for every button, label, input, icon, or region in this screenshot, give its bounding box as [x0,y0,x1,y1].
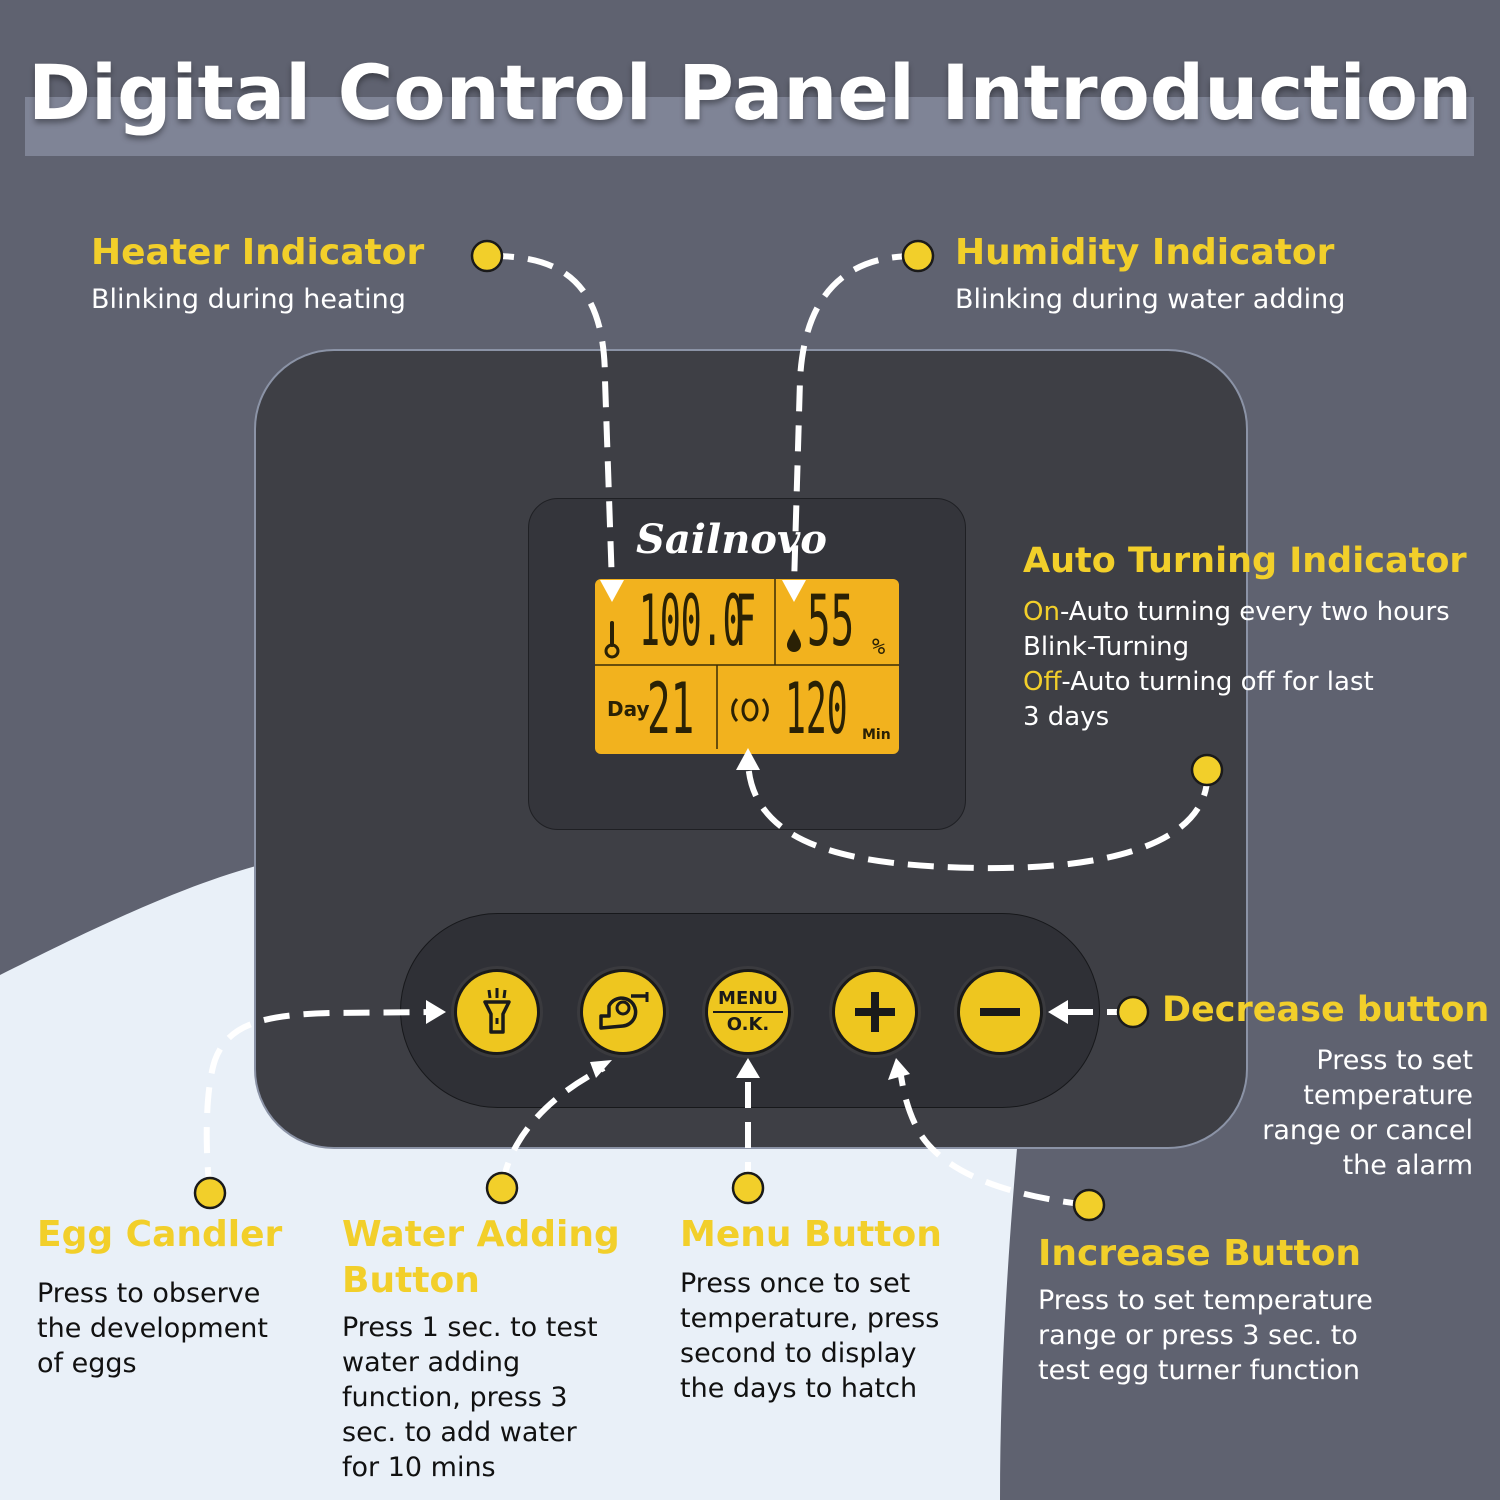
ok-label: O.K. [726,1014,770,1036]
heater-arrowhead [600,580,624,602]
lcd-dividers [595,579,899,749]
auto-turning-title: Auto Turning Indicator [1023,541,1467,581]
humidity-indicator-title: Humidity Indicator [955,232,1335,273]
water-adding-title: Water Adding Button [342,1212,620,1304]
water-desc-line: sec. to add water [342,1417,577,1448]
water-desc-line: Press 1 sec. to test [342,1312,598,1343]
lcd-display: 100.0 F 55 % Day 21 120 Min [595,579,899,754]
menu-button-desc: Press once to set temperature, press sec… [680,1266,939,1406]
egg-turning-icon [731,697,769,723]
increase-desc-line: range or press 3 sec. to [1038,1320,1358,1351]
water-pump-icon [599,992,649,1030]
candler-desc-line: of eggs [37,1348,137,1379]
decrease-desc-line: Press to set [1316,1045,1473,1076]
off-desc: -Auto turning off for last [1061,667,1374,697]
water-desc-line: for 10 mins [342,1452,496,1483]
on-desc: -Auto turning every two hours [1059,597,1450,627]
menu-desc-line: second to display [680,1338,917,1369]
lcd-minutes-unit: Min [862,727,891,743]
egg-candler-title: Egg Candler [37,1214,283,1255]
menu-label: MENU [718,987,778,1009]
egg-candler-desc: Press to observe the development of eggs [37,1276,268,1381]
off-label: Off [1023,667,1062,697]
decrease-desc-line: range or cancel [1262,1115,1473,1146]
lcd-day-label: Day [607,697,650,721]
increase-button[interactable] [832,969,918,1055]
humidity-arrowhead [782,580,806,602]
water-title-line: Button [342,1260,480,1301]
lcd-temp-unit: F [735,581,756,663]
candler-desc-line: the development [37,1313,269,1344]
menu-ok-button[interactable]: MENU O.K. [705,969,791,1055]
increase-desc-line: test egg turner function [1038,1355,1360,1386]
lcd-humidity: 55 [807,581,855,663]
menu-button-title: Menu Button [680,1214,942,1255]
lcd-minutes-value: 120 [785,669,848,751]
lcd-humidity-unit: % [872,635,886,660]
droplet-icon [787,629,801,652]
decrease-button-desc: Press to set temperature range or cancel… [1153,1043,1473,1183]
page-title: Digital Control Panel Introduction [27,48,1473,137]
on-label: On [1023,597,1060,627]
heater-indicator-desc: Blinking during heating [91,284,406,315]
candler-arrowhead [426,1000,446,1024]
decrease-desc-line: the alarm [1342,1150,1473,1181]
turning-dot [1190,753,1224,787]
egg-candler-button[interactable] [454,969,540,1055]
heater-indicator-title: Heater Indicator [91,232,425,273]
decrease-button[interactable] [957,969,1043,1055]
heater-dot [470,239,504,273]
menu-divider [713,1010,783,1014]
increase-dot [1072,1188,1106,1222]
water-title-line: Water Adding [342,1214,620,1255]
flashlight-icon [483,988,511,1034]
lcd-day-value: 21 [647,669,695,751]
menu-arrowhead [736,1058,760,1078]
menu-dot [731,1171,765,1205]
increase-arrowhead [888,1058,910,1080]
minus-icon [980,1008,1020,1016]
auto-turning-on-line: On-Auto turning every two hours [1023,595,1450,630]
auto-turning-off-line: Off-Auto turning off for last [1023,665,1374,700]
lcd-temperature: 100.0 [639,581,744,663]
increase-button-desc: Press to set temperature range or press … [1038,1283,1373,1388]
increase-button-title: Increase Button [1038,1233,1362,1274]
water-desc-line: function, press 3 [342,1382,568,1413]
decrease-button-title: Decrease button [1162,990,1490,1030]
candler-dot [193,1176,227,1210]
menu-desc-line: Press once to set [680,1268,911,1299]
water-arrowhead [590,1060,612,1078]
auto-turning-blink-line: Blink-Turning [1023,632,1190,662]
water-adding-desc: Press 1 sec. to test water adding functi… [342,1310,598,1485]
title-band [25,97,1474,156]
turning-arrowhead [736,748,760,770]
decrease-desc-line: temperature [1303,1080,1473,1111]
water-dot [485,1171,519,1205]
humidity-dot [901,239,935,273]
water-adding-button[interactable] [580,969,666,1055]
menu-desc-line: the days to hatch [680,1373,918,1404]
menu-desc-line: temperature, press [680,1303,940,1334]
humidity-indicator-desc: Blinking during water adding [955,284,1346,315]
water-desc-line: water adding [342,1347,521,1378]
candler-desc-line: Press to observe [37,1278,261,1309]
decrease-dot [1116,995,1150,1029]
plus-icon [855,992,895,1032]
auto-turning-off-line2: 3 days [1023,702,1110,732]
decrease-arrowhead [1048,1000,1068,1024]
thermometer-icon [604,621,620,659]
increase-desc-line: Press to set temperature [1038,1285,1373,1316]
